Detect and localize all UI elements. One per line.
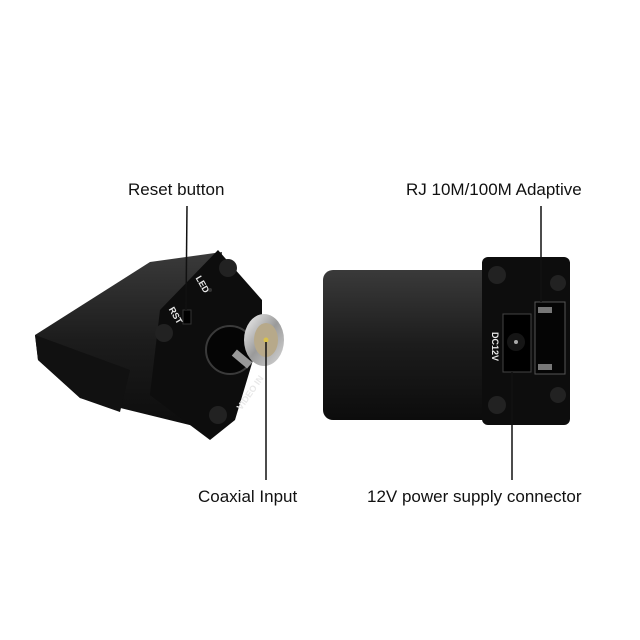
bnc-connector <box>231 314 284 369</box>
screw-icon <box>488 266 506 284</box>
svg-text:DC12V: DC12V <box>490 332 500 361</box>
callout-rj-port: RJ 10M/100M Adaptive <box>406 180 582 199</box>
screw-icon <box>219 259 237 277</box>
rj45-port <box>534 301 566 375</box>
callout-line-reset <box>185 205 188 311</box>
callout-power-connector: 12V power supply connector <box>367 487 582 506</box>
led-indicator <box>208 288 212 292</box>
screw-icon <box>550 275 566 291</box>
callout-coaxial-input: Coaxial Input <box>198 487 298 506</box>
screw-icon <box>550 387 566 403</box>
screw-icon <box>488 396 506 414</box>
reset-button <box>182 309 192 325</box>
screw-icon <box>155 324 173 342</box>
callout-reset-button: Reset button <box>128 180 225 199</box>
screw-icon <box>209 406 227 424</box>
left-device-receiver: LED RST VIDEO IN <box>35 250 284 440</box>
right-device-transmitter: DC12V <box>323 257 570 425</box>
